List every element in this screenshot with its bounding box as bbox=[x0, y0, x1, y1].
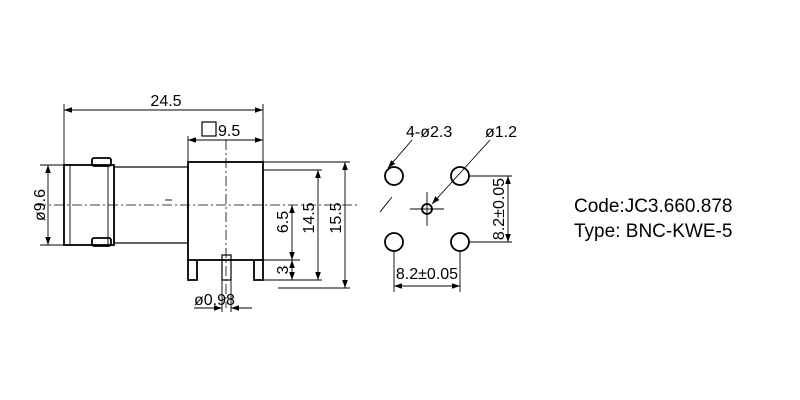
product-code-value: JC3.660.878 bbox=[624, 196, 733, 217]
dim-pitch-horizontal-label: 8.2±0.05 bbox=[396, 266, 458, 283]
dim-heights: 6.5 3 14.5 15.5 bbox=[263, 161, 350, 289]
dim-square-flange: 9.5 bbox=[187, 121, 263, 162]
dim-overall-length: 24.5 bbox=[63, 93, 264, 165]
dim-pin-stub-label: 3 bbox=[275, 265, 292, 274]
dim-pitch: 8.2±0.05 8.2±0.05 bbox=[393, 175, 512, 292]
dim-body-diameter: ø9.6 bbox=[32, 164, 64, 246]
dim-height-total-label: 15.5 bbox=[328, 202, 345, 233]
holes-large-label: 4-ø2.3 bbox=[406, 124, 452, 141]
mounting-hole bbox=[384, 232, 404, 252]
side-view bbox=[36, 140, 358, 308]
product-type-label: Type: bbox=[574, 221, 621, 242]
mounting-hole bbox=[384, 166, 404, 186]
square-symbol-icon bbox=[201, 121, 217, 137]
product-info: Code:JC3.660.878 Type: BNC-KWE-5 bbox=[574, 194, 732, 244]
dim-square-flange-label: 9.5 bbox=[218, 123, 240, 140]
dim-body-diameter-label: ø9.6 bbox=[32, 189, 49, 221]
product-code: Code:JC3.660.878 bbox=[574, 194, 732, 219]
product-type: Type: BNC-KWE-5 bbox=[574, 219, 732, 244]
product-type-value: BNC-KWE-5 bbox=[625, 221, 733, 242]
dim-pin-diameter: ø0.98 bbox=[194, 280, 252, 312]
dim-height-center-label: 6.5 bbox=[275, 211, 292, 233]
dim-pitch-vertical-label: 8.2±0.05 bbox=[491, 178, 508, 240]
dim-height-mid-label: 14.5 bbox=[301, 202, 318, 233]
dim-overall-length-label: 24.5 bbox=[150, 93, 181, 110]
hole-callouts: 4-ø2.3 ø1.2 bbox=[379, 124, 517, 213]
hole-center-label: ø1.2 bbox=[485, 124, 517, 141]
product-code-label: Code: bbox=[574, 196, 625, 217]
pcb-footprint bbox=[384, 166, 470, 252]
mounting-hole bbox=[450, 166, 470, 186]
dim-pin-diameter-label: ø0.98 bbox=[194, 292, 235, 309]
mounting-hole bbox=[450, 232, 470, 252]
